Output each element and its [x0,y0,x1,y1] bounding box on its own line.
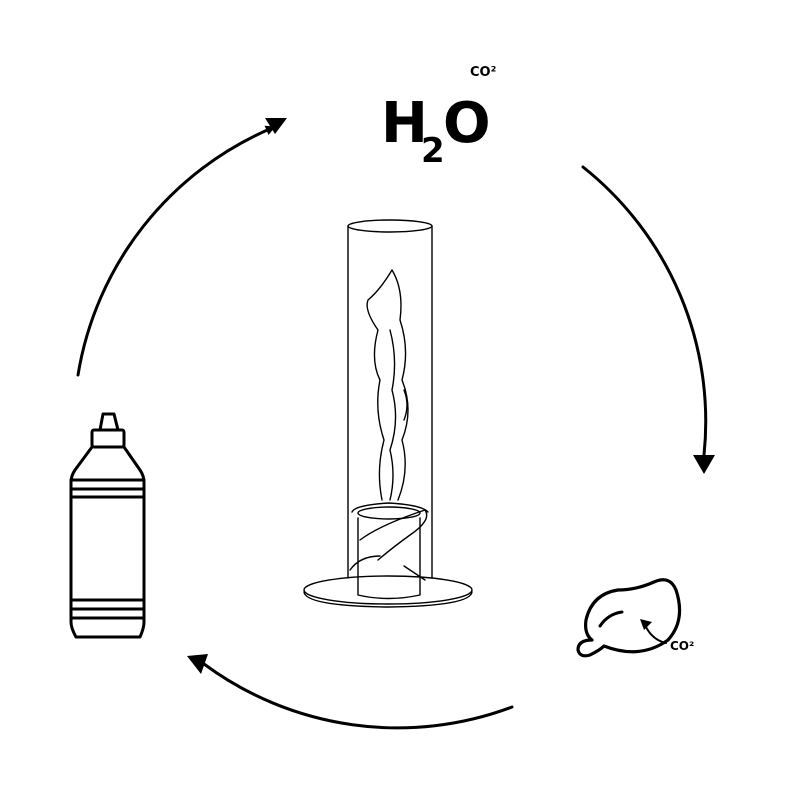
fire-torch-icon [303,219,473,608]
co2-label-top: CO² [470,65,496,80]
arrow-water-to-leaf-head [693,455,715,474]
formula-subscript-2: 2 [421,131,445,171]
arrow-bottle-to-water-head [265,118,287,134]
formula-o: O [443,91,491,156]
formula-h: H [381,91,428,156]
arrow-leaf-to-bottle [202,662,514,730]
leaf-icon: CO² [576,578,694,658]
flame [366,269,409,501]
fuel-bottle-icon [69,412,146,639]
arrow-water-to-leaf [581,165,708,457]
h2o-formula: H 2 O CO² [381,65,496,171]
co2-label-leaf: CO² [670,639,694,653]
arrow-leaf-to-bottle-head [187,654,208,674]
arrow-bottle-to-water [76,125,276,377]
